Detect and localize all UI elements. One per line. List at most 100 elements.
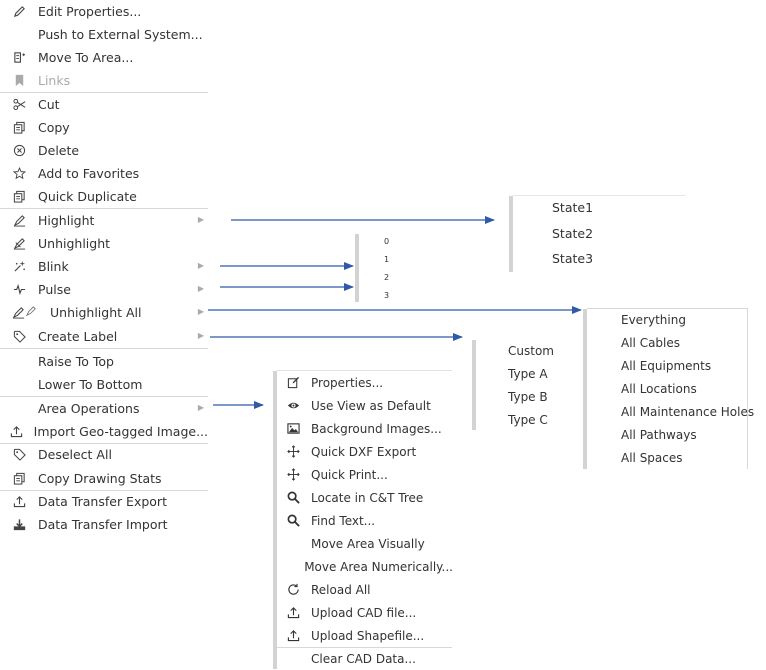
area-item-quick-print[interactable]: Quick Print... xyxy=(281,463,453,486)
menu-label: Quick DXF Export xyxy=(311,444,417,459)
menu-divider xyxy=(0,443,208,444)
image-icon xyxy=(285,422,301,435)
menu-item-quick-duplicate[interactable]: Quick Duplicate xyxy=(0,185,208,208)
menu-item-data-transfer-import[interactable]: Data Transfer Import xyxy=(0,513,208,536)
menu-label: Unhighlight All xyxy=(50,305,142,320)
submenu-item-all-pathways[interactable]: All Pathways xyxy=(621,428,697,442)
area-item-reload-all[interactable]: Reload All xyxy=(281,578,453,601)
menu-item-deselect-all[interactable]: Deselect All xyxy=(0,443,208,466)
menu-label: Upload CAD file... xyxy=(311,605,417,620)
submenu-item-state1[interactable]: State1 xyxy=(552,200,594,215)
scissors-icon xyxy=(10,98,28,111)
menu-label: Upload Shapefile... xyxy=(311,628,425,643)
menu-item-add-favorites[interactable]: Add to Favorites xyxy=(0,162,208,185)
menu-label: Pulse xyxy=(38,282,71,297)
submenu-top-edge xyxy=(277,370,452,371)
submenu-item-2[interactable]: 2 xyxy=(384,273,390,282)
copy-icon xyxy=(10,472,28,485)
delete-circle-icon xyxy=(10,144,28,157)
submenu-item-all-maintenance-holes[interactable]: All Maintenance Holes xyxy=(621,405,755,419)
menu-label: Import Geo-tagged Image... xyxy=(33,424,208,439)
menu-label: Locate in C&T Tree xyxy=(311,490,424,505)
submenu-item-type-b[interactable]: Type B xyxy=(508,390,548,404)
menu-label: Move Area Numerically... xyxy=(304,559,453,574)
menu-item-move-to-area[interactable]: Move To Area... xyxy=(0,46,208,69)
area-item-move-area-numerically[interactable]: Move Area Numerically... xyxy=(281,555,453,578)
tag-icon xyxy=(10,448,28,461)
menu-divider xyxy=(0,208,208,209)
submenu-caret-icon: ▶ xyxy=(197,261,204,270)
star-icon xyxy=(10,167,28,180)
menu-item-copy-drawing-stats[interactable]: Copy Drawing Stats xyxy=(0,467,208,490)
move-arrows-icon xyxy=(285,468,301,481)
menu-label: Move To Area... xyxy=(38,50,134,65)
menu-item-area-operations[interactable]: Area Operations ▶ xyxy=(0,397,208,420)
menu-item-highlight[interactable]: Highlight ▶ xyxy=(0,209,208,232)
menu-item-data-transfer-export[interactable]: Data Transfer Export xyxy=(0,490,208,513)
submenu-item-state2[interactable]: State2 xyxy=(552,226,594,241)
area-item-clear-cad-data[interactable]: Clear CAD Data... xyxy=(281,647,453,670)
submenu-item-custom[interactable]: Custom xyxy=(508,344,554,358)
submenu-item-1[interactable]: 1 xyxy=(384,255,390,264)
search-icon xyxy=(285,491,301,504)
menu-label: Quick Print... xyxy=(311,467,388,482)
menu-item-unhighlight-all[interactable]: Unhighlight All ▶ xyxy=(0,301,208,324)
submenu-item-all-cables[interactable]: All Cables xyxy=(621,336,681,350)
menu-item-copy[interactable]: Copy xyxy=(0,116,208,139)
area-item-find-text[interactable]: Find Text... xyxy=(281,509,453,532)
menu-divider xyxy=(0,396,208,397)
submenu-item-all-locations[interactable]: All Locations xyxy=(621,382,697,396)
tag-icon xyxy=(10,330,28,343)
menu-label: Properties... xyxy=(311,375,384,390)
submenu-item-type-a[interactable]: Type A xyxy=(508,367,548,381)
menu-item-cut[interactable]: Cut xyxy=(0,93,208,116)
submenu-border xyxy=(509,196,513,272)
area-item-upload-cad[interactable]: Upload CAD file... xyxy=(281,601,453,624)
pencil-icon xyxy=(10,5,28,18)
menu-item-create-label[interactable]: Create Label ▶ xyxy=(0,325,208,348)
submenu-item-0[interactable]: 0 xyxy=(384,237,390,246)
menu-label: Highlight xyxy=(38,213,95,228)
menu-item-import-geotagged[interactable]: Import Geo-tagged Image... xyxy=(0,420,208,443)
menu-label: Find Text... xyxy=(311,513,376,528)
menu-item-edit-properties[interactable]: Edit Properties... xyxy=(0,0,208,23)
area-item-locate-ct-tree[interactable]: Locate in C&T Tree xyxy=(281,486,453,509)
menu-label: Raise To Top xyxy=(38,354,114,369)
menu-item-delete[interactable]: Delete xyxy=(0,139,208,162)
area-item-use-view-default[interactable]: Use View as Default xyxy=(281,394,453,417)
submenu-item-all-spaces[interactable]: All Spaces xyxy=(621,451,683,465)
area-item-upload-shapefile[interactable]: Upload Shapefile... xyxy=(281,624,453,647)
submenu-item-everything[interactable]: Everything xyxy=(621,313,686,327)
menu-label: Move Area Visually xyxy=(311,536,425,551)
area-item-move-area-visually[interactable]: Move Area Visually xyxy=(281,532,453,555)
submenu-item-3[interactable]: 3 xyxy=(384,291,390,300)
menu-label: Copy xyxy=(38,120,70,135)
submenu-item-type-c[interactable]: Type C xyxy=(508,413,548,427)
submenu-top-edge xyxy=(513,195,686,196)
submenu-caret-icon: ▶ xyxy=(197,307,204,316)
reload-icon xyxy=(285,583,301,596)
menu-item-raise-to-top[interactable]: Raise To Top xyxy=(0,350,208,373)
import-icon xyxy=(10,518,28,531)
menu-item-blink[interactable]: Blink ▶ xyxy=(0,255,208,278)
area-item-quick-dxf-export[interactable]: Quick DXF Export xyxy=(281,440,453,463)
menu-item-lower-to-bottom[interactable]: Lower To Bottom xyxy=(0,373,208,396)
menu-item-push-external[interactable]: Push to External System... xyxy=(0,23,208,46)
menu-label: Links xyxy=(38,73,71,88)
area-item-background-images[interactable]: Background Images... xyxy=(281,417,453,440)
area-item-properties[interactable]: Properties... xyxy=(281,371,453,394)
menu-item-unhighlight[interactable]: Unhighlight xyxy=(0,232,208,255)
move-area-icon xyxy=(10,51,28,64)
menu-label: Cut xyxy=(38,97,60,112)
menu-label: Delete xyxy=(38,143,80,158)
menu-label: Deselect All xyxy=(38,447,112,462)
menu-label: Area Operations xyxy=(38,401,140,416)
menu-item-pulse[interactable]: Pulse ▶ xyxy=(0,278,208,301)
unhighlight-icon xyxy=(10,237,28,250)
submenu-border xyxy=(472,340,476,430)
export-icon xyxy=(10,495,28,508)
menu-divider xyxy=(277,647,452,648)
submenu-caret-icon: ▶ xyxy=(197,331,204,340)
submenu-item-state3[interactable]: State3 xyxy=(552,251,594,266)
submenu-item-all-equipments[interactable]: All Equipments xyxy=(621,359,712,373)
